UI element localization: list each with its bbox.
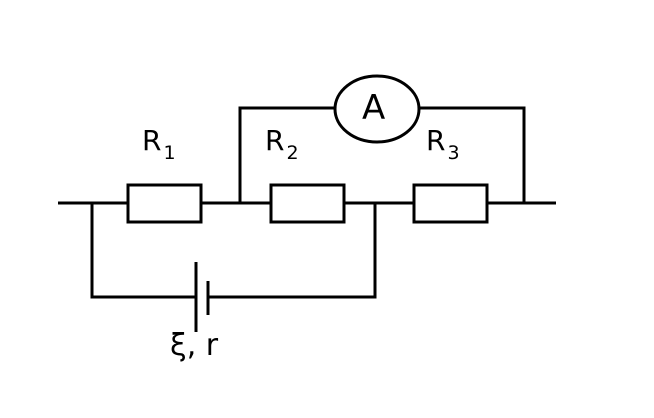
wire-ammeter-right — [419, 106, 526, 203]
resistor-r1-index: 1 — [163, 142, 176, 164]
resistor-r3-index: 3 — [447, 142, 460, 164]
resistor-r1-symbol: R — [142, 124, 162, 157]
ammeter-circle — [333, 74, 421, 144]
wire-battery-right — [208, 203, 377, 299]
ammeter-label: A — [362, 88, 386, 128]
wire-battery-left — [90, 203, 196, 299]
resistor-r3-body — [412, 183, 489, 224]
battery-label: ξ, r — [170, 328, 219, 363]
resistor-r2-body — [269, 183, 346, 224]
resistor-r2-index: 2 — [286, 142, 299, 164]
wire-ammeter-left — [238, 106, 337, 203]
resistor-r2-symbol: R — [265, 124, 285, 157]
resistor-r3-symbol: R — [426, 124, 446, 157]
resistor-r1-body — [126, 183, 203, 224]
